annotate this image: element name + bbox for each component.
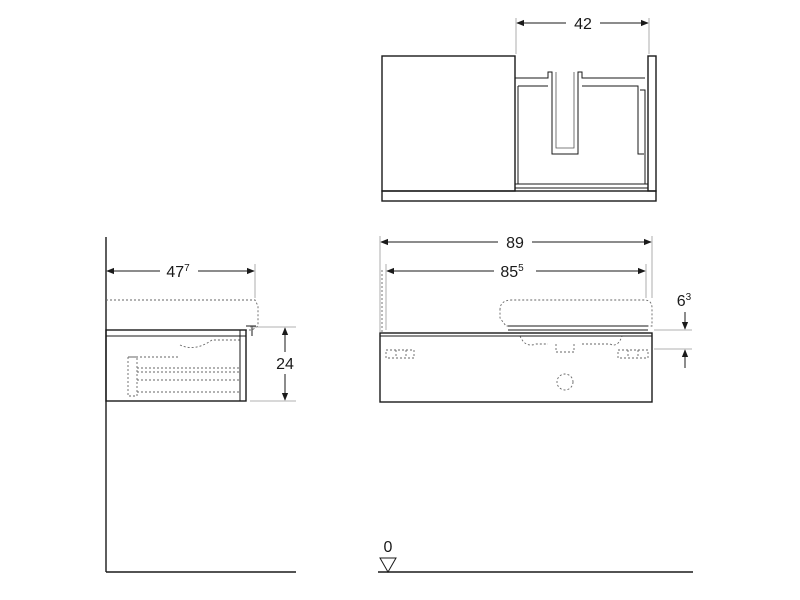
- dim-floor-level: 0: [384, 539, 393, 556]
- svg-text:42: 42: [574, 16, 592, 33]
- front-view: 89 855 63 0: [378, 231, 693, 574]
- svg-text:477: 477: [166, 263, 190, 281]
- top-view-right-wall: [647, 55, 657, 192]
- dim-depth-sup: 7: [184, 263, 190, 274]
- svg-text:0: 0: [384, 539, 393, 556]
- dimension-offset: 63: [654, 292, 692, 368]
- dim-total-width-main: 89: [506, 235, 524, 252]
- dimension-height: 24: [250, 326, 300, 402]
- dim-height-main: 24: [276, 356, 294, 373]
- side-view-drawer-outline: [127, 356, 240, 397]
- side-view-cabinet: [105, 329, 247, 402]
- dimension-depth: 477: [106, 260, 256, 298]
- dim-offset-sup: 3: [686, 292, 692, 303]
- svg-text:24: 24: [276, 356, 294, 373]
- dim-top-width-main: 42: [574, 16, 592, 33]
- top-view-left-block: [381, 55, 516, 192]
- top-view-base-strip: [381, 190, 657, 202]
- dimension-inner-width: 855: [385, 259, 647, 330]
- side-view-basin-outline: [106, 299, 259, 349]
- dim-inner-width-sup: 5: [518, 263, 524, 274]
- top-view: 42: [381, 12, 657, 202]
- front-view-fittings: [385, 349, 649, 359]
- front-view-basin-outline: [381, 270, 653, 353]
- dim-offset-main: 6: [677, 293, 686, 310]
- dimension-total-width: 89: [379, 231, 653, 332]
- front-view-drain-hole: [556, 373, 574, 391]
- dim-depth-main: 47: [166, 264, 184, 281]
- floor-level-marker: 0: [379, 539, 397, 574]
- svg-text:855: 855: [500, 263, 524, 281]
- side-view: 477 24: [105, 237, 300, 573]
- front-view-cabinet: [379, 332, 653, 403]
- svg-text:63: 63: [677, 292, 692, 310]
- dimension-top-width: 42: [515, 12, 650, 54]
- svg-text:89: 89: [506, 235, 524, 252]
- top-view-drawer: [515, 71, 648, 189]
- dim-inner-width-main: 85: [500, 264, 518, 281]
